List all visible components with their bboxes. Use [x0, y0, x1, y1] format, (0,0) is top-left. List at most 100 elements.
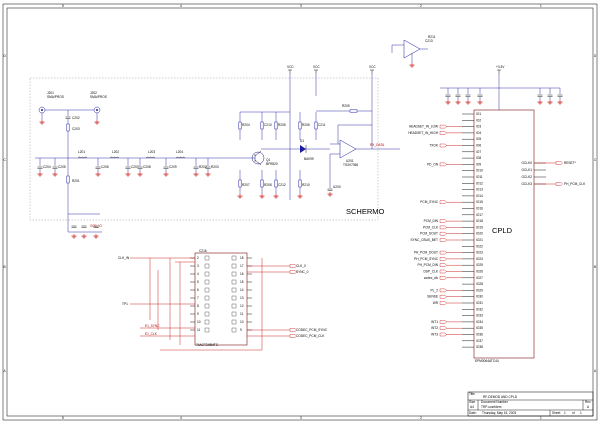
part-ref: C202	[72, 116, 80, 120]
pin-number: 8	[197, 304, 199, 308]
cpld-pin-name: IO11	[476, 175, 483, 179]
sheet-label: Sheet	[552, 411, 560, 415]
net-label: CODEC_PCM_SYNC	[296, 328, 328, 332]
cpld-pin-name: IO13	[476, 188, 483, 192]
part-ref: R204	[242, 123, 250, 127]
cpld-pin-name: IO18	[476, 219, 483, 223]
cpld-pin-name: IO34	[476, 320, 483, 324]
pin-number: 5	[197, 280, 199, 284]
cpld-pin-name: IO29	[476, 288, 483, 292]
net-label: CLK_0	[296, 264, 306, 268]
pin-number: 11	[197, 328, 201, 332]
drawing-size: A4	[470, 405, 474, 409]
part-ref: C209	[169, 165, 177, 169]
cpld-pin-name: GCLK3	[522, 182, 533, 186]
net-label: HEADSET_IN_HIGH	[408, 131, 438, 135]
pin-number: 16	[240, 272, 244, 276]
part-ref: J202	[90, 91, 97, 95]
net-label: TXOK	[429, 144, 439, 148]
pin-number: 13	[240, 296, 244, 300]
cpld-pin-name: IO31	[476, 301, 483, 305]
part-value: 74ACT245MTC	[196, 343, 219, 347]
pin-number: 2	[197, 256, 199, 260]
cpld-pin-name: IO25	[476, 263, 483, 267]
cpld-pin-name: IO6	[476, 144, 481, 148]
net-label: +3.3V	[496, 65, 505, 69]
net-label: codec_clk	[424, 276, 439, 280]
shield-label: SCHERMO	[346, 207, 385, 216]
cpld-pin-name: IO21	[476, 238, 483, 242]
part-ref: C208	[143, 165, 151, 169]
cpld-pin-name: IO7	[476, 150, 481, 154]
row-marker: B	[594, 265, 596, 269]
cpld-pin-name: IO30	[476, 295, 483, 299]
revision: A	[587, 405, 590, 409]
part-ref: C212	[278, 183, 286, 187]
part-value: SMA/PROS	[90, 95, 107, 99]
part-ref: U201	[346, 159, 354, 163]
cpld-pin-name: IO26	[476, 270, 483, 274]
row-marker: D	[594, 54, 597, 58]
cpld-pin-name: IO1	[476, 112, 481, 116]
column-marker: 4	[180, 416, 182, 420]
pin-number: 4	[197, 272, 199, 276]
part-ref: C211	[318, 123, 326, 127]
pin-number: 11	[240, 312, 244, 316]
cpld-pin-name: IO8	[476, 156, 481, 160]
net-label: WR	[433, 301, 439, 305]
part-ref: U200	[333, 185, 341, 189]
pin-number: 10	[197, 320, 201, 324]
net-label: HEADSET_IN_LOW	[409, 125, 438, 129]
pin-number: 6	[197, 288, 199, 292]
net-label: PCM_CLK	[423, 225, 439, 229]
pin-number: 9	[240, 328, 242, 332]
net-label: PH_PCM_DOUT	[414, 251, 438, 255]
part-ref: D1	[300, 139, 304, 143]
pin-number: 7	[197, 296, 199, 300]
pin-number: 18	[240, 256, 244, 260]
net-label: RESET*	[564, 161, 577, 165]
diode-icon	[300, 145, 306, 153]
net-label: SYNC_CBUS_BET	[411, 238, 439, 242]
doc-number: TRP-ccsrfdem	[481, 405, 502, 409]
sheet-total: 1	[580, 411, 582, 415]
part-value: C213	[425, 39, 433, 43]
net-label: PH_PCM_CLK	[564, 182, 586, 186]
part-value: BFR520	[266, 162, 278, 166]
row-marker: D	[4, 54, 7, 58]
net-label: RX_DATA	[370, 143, 385, 147]
net-label: PCM_DIN	[424, 219, 439, 223]
part-ref: C206	[101, 165, 109, 169]
column-marker: 2	[420, 416, 422, 420]
pin-number: 9	[197, 312, 199, 316]
net-label: PH_PCM_DIN	[417, 263, 438, 267]
part-ref: C207	[131, 165, 139, 169]
sheet-inner-border	[6, 7, 594, 417]
part-ref: R211	[428, 35, 436, 39]
column-marker: 4	[180, 4, 182, 8]
part-ref: C204	[43, 165, 51, 169]
cpld-pin-name: IO20	[476, 232, 483, 236]
pin-number: 3	[197, 264, 199, 268]
cpld-pin-name: GCLK1	[522, 168, 533, 172]
part-ref: C203	[72, 127, 80, 131]
rev-label: Rev	[585, 400, 591, 404]
row-marker: B	[4, 265, 6, 269]
net-label: E1_CLK	[145, 332, 158, 336]
date: Thursday, May 15, 2003	[482, 411, 516, 415]
part-ref: R210	[302, 183, 310, 187]
cpld-pin-name: IO38	[476, 345, 483, 349]
net-label: PD_ON	[427, 162, 439, 166]
part-ref: R201	[72, 179, 80, 183]
pin-number: 14	[240, 288, 244, 292]
cpld-pin-name: IO4	[476, 131, 481, 135]
part-ref: R203	[211, 165, 219, 169]
cpld-label: CPLD	[492, 226, 513, 235]
doc-number-label: Document Number	[481, 400, 509, 404]
column-marker: 5	[62, 4, 64, 8]
net-label: VCC	[313, 65, 320, 69]
pin-number: 15	[240, 280, 244, 284]
